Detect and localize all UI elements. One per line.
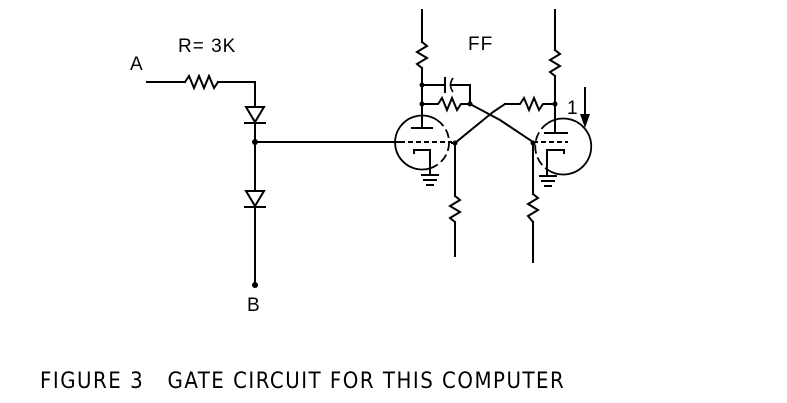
grid-resistor-left [448, 194, 462, 224]
state-marker-label: 1 [567, 98, 578, 119]
coupling-resistor-right [504, 95, 556, 113]
speedup-capacitor [421, 77, 471, 105]
output-b-dot [252, 282, 258, 288]
state-arrow-icon [580, 87, 590, 128]
resistor-value-label: R= 3K [178, 36, 236, 57]
grid-resistor-right [526, 192, 540, 224]
input-section: A R= 3K [130, 36, 256, 106]
input-a-label: A [130, 54, 143, 75]
output-b-label: B [247, 295, 260, 316]
flip-flop-label: FF [468, 34, 493, 55]
input-resistor [183, 73, 220, 91]
diode-upper [244, 106, 266, 124]
left-tube-section [394, 9, 473, 257]
cross-coupling-left-to-right [468, 102, 535, 144]
plate-load-right [548, 48, 562, 78]
right-tube-section: 1 [504, 9, 593, 263]
ground-left [421, 167, 439, 186]
figure-caption: FIGURE 3 GATE CIRCUIT FOR THIS COMPUTER [40, 369, 565, 394]
plate-load-left [415, 40, 429, 70]
grid-wire-left [451, 142, 456, 197]
tube-right [533, 117, 593, 176]
cross-coupling-right-to-left [453, 102, 507, 145]
diode-lower [244, 190, 266, 208]
resistor-to-diode-wire [217, 81, 256, 106]
ground-right [539, 175, 557, 187]
tube-left [394, 114, 452, 176]
coupling-resistor-left [421, 95, 471, 113]
